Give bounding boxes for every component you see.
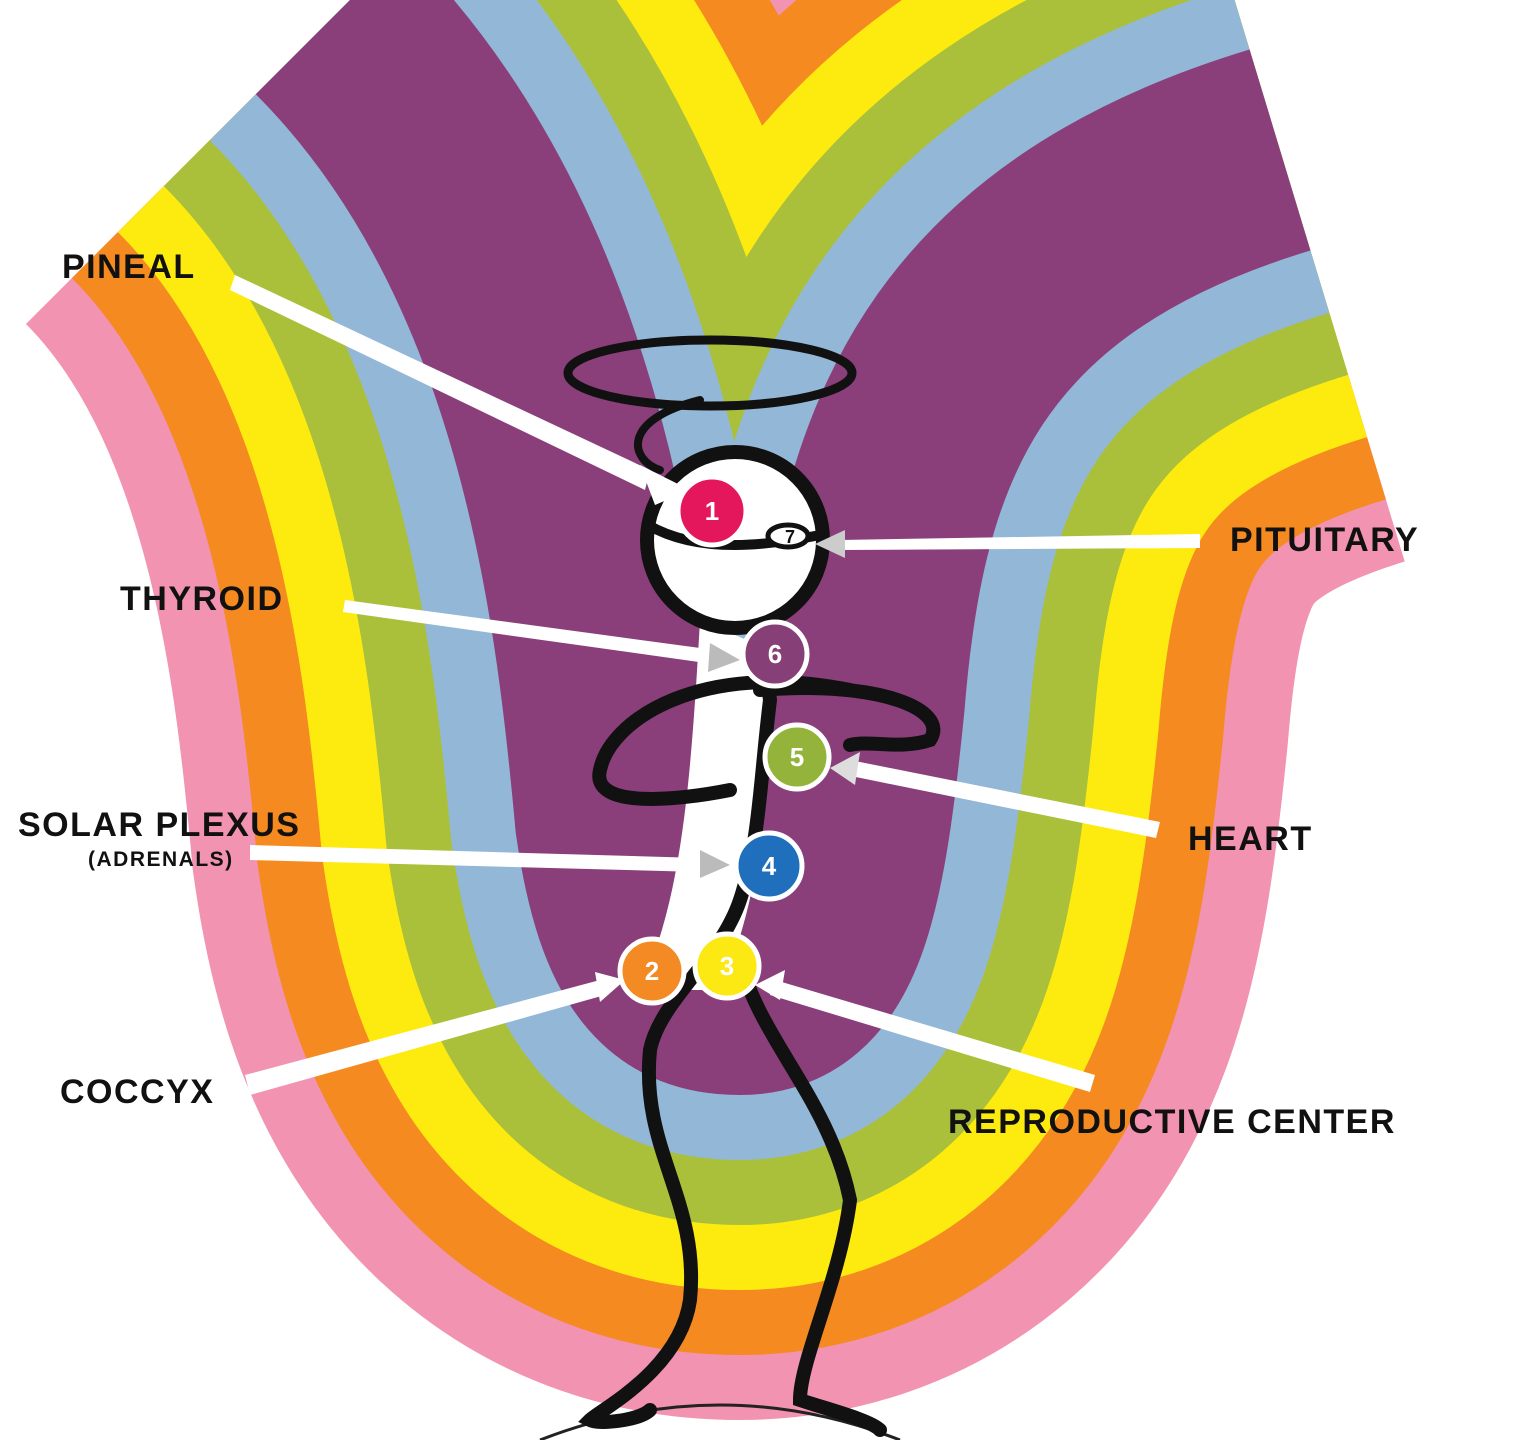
thyroid-arrowhead [708, 643, 740, 672]
label-adrenals: (ADRENALS) [88, 848, 234, 871]
pituitary-arrowhead [815, 530, 845, 558]
chakra-number: 7 [785, 527, 795, 547]
pineal-arrowhead [640, 465, 690, 505]
chakra-6: 6 [740, 619, 810, 689]
label-thyroid: THYROID [120, 580, 284, 618]
solar-plexus-arrowhead [700, 850, 730, 878]
chakra-5: 5 [762, 722, 832, 792]
reproductive-arrow [770, 980, 1095, 1092]
solar-plexus-arrow [250, 845, 700, 872]
coccyx-arrow [245, 980, 605, 1095]
chakra-3: 3 [692, 931, 762, 1001]
heart-arrowhead [830, 752, 860, 785]
label-pineal: PINEAL [62, 248, 196, 286]
chakra-number: 3 [720, 951, 734, 981]
thyroid-arrow [343, 600, 715, 664]
heart-arrow [846, 760, 1160, 838]
label-pituitary: PITUITARY [1230, 521, 1420, 559]
pointer-arrows [230, 275, 1200, 1095]
label-solar-plexus: SOLAR PLEXUS [18, 806, 301, 844]
chakra-points: 1 2 3 4 5 6 7 [617, 474, 832, 1006]
label-reproductive-center: REPRODUCTIVE CENTER [948, 1103, 1396, 1141]
label-coccyx: COCCYX [60, 1073, 215, 1111]
pituitary-arrow [840, 534, 1200, 550]
chakra-number: 4 [762, 851, 777, 881]
chakra-7: 7 [765, 522, 811, 550]
label-heart: HEART [1188, 820, 1313, 858]
coccyx-arrowhead [595, 972, 625, 1002]
pineal-arrow [230, 275, 650, 490]
chakra-2: 2 [617, 936, 687, 1006]
chakra-number: 5 [790, 742, 804, 772]
right-arm [753, 681, 941, 752]
halo [563, 335, 857, 411]
chakra-number: 1 [705, 496, 719, 526]
reproductive-arrowhead [755, 970, 785, 1000]
left-arm [592, 675, 857, 806]
chakra-number: 2 [645, 956, 659, 986]
chakra-4: 4 [733, 830, 805, 902]
chakra-number: 6 [768, 639, 782, 669]
right-leg [733, 953, 887, 1437]
chakra-1: 1 [675, 474, 749, 548]
